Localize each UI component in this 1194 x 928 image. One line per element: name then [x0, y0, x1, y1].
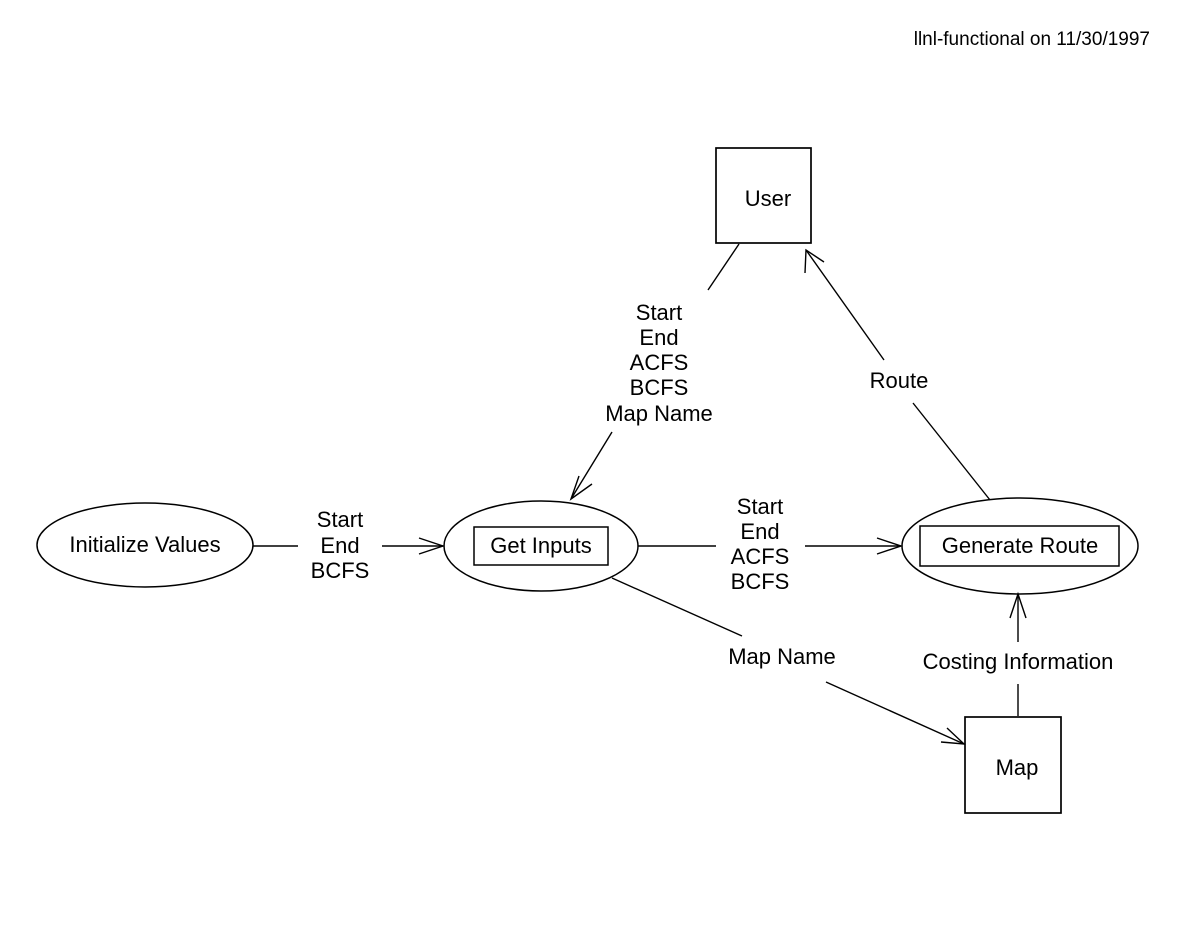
- flow-label-map-name: Map Name: [605, 401, 713, 426]
- flow-label-route: Route: [870, 368, 929, 393]
- flow-label-bcfs: BCFS: [731, 569, 790, 594]
- flow-inputs-to-route: Start End ACFS BCFS: [638, 494, 904, 594]
- flow-route-to-user: Route: [804, 248, 991, 501]
- node-get-inputs: Get Inputs: [443, 500, 639, 592]
- flow-map-to-route: Costing Information: [923, 591, 1114, 716]
- flow-label-bcfs: BCFS: [630, 375, 689, 400]
- flow-label-costing-information: Costing Information: [923, 649, 1114, 674]
- node-generate-route-label: Generate Route: [942, 533, 1099, 558]
- flow-label-bcfs: BCFS: [311, 558, 370, 583]
- flow-label-end: End: [639, 325, 678, 350]
- node-user: User: [715, 147, 812, 244]
- flow-init-to-inputs: Start End BCFS: [253, 507, 446, 583]
- node-initialize-values-label: Initialize Values: [69, 532, 220, 557]
- flow-user-to-inputs: Start End ACFS BCFS Map Name: [569, 243, 740, 501]
- flow-label-acfs: ACFS: [731, 544, 790, 569]
- flow-label-end: End: [320, 533, 359, 558]
- flow-label-acfs: ACFS: [630, 350, 689, 375]
- header-title: llnl-functional on 11/30/1997: [914, 29, 1150, 50]
- node-generate-route: Generate Route: [901, 497, 1139, 595]
- node-get-inputs-label: Get Inputs: [490, 533, 592, 558]
- flow-label-end: End: [740, 519, 779, 544]
- flow-inputs-to-map: Map Name: [611, 577, 966, 745]
- flow-label-start: Start: [317, 507, 363, 532]
- node-initialize-values: Initialize Values: [36, 502, 254, 588]
- node-map: Map: [964, 716, 1062, 814]
- flow-label-start: Start: [737, 494, 783, 519]
- node-map-label: Map: [996, 755, 1039, 780]
- node-user-label: User: [745, 186, 791, 211]
- flow-label-map-name: Map Name: [728, 644, 836, 669]
- flow-label-start: Start: [636, 300, 682, 325]
